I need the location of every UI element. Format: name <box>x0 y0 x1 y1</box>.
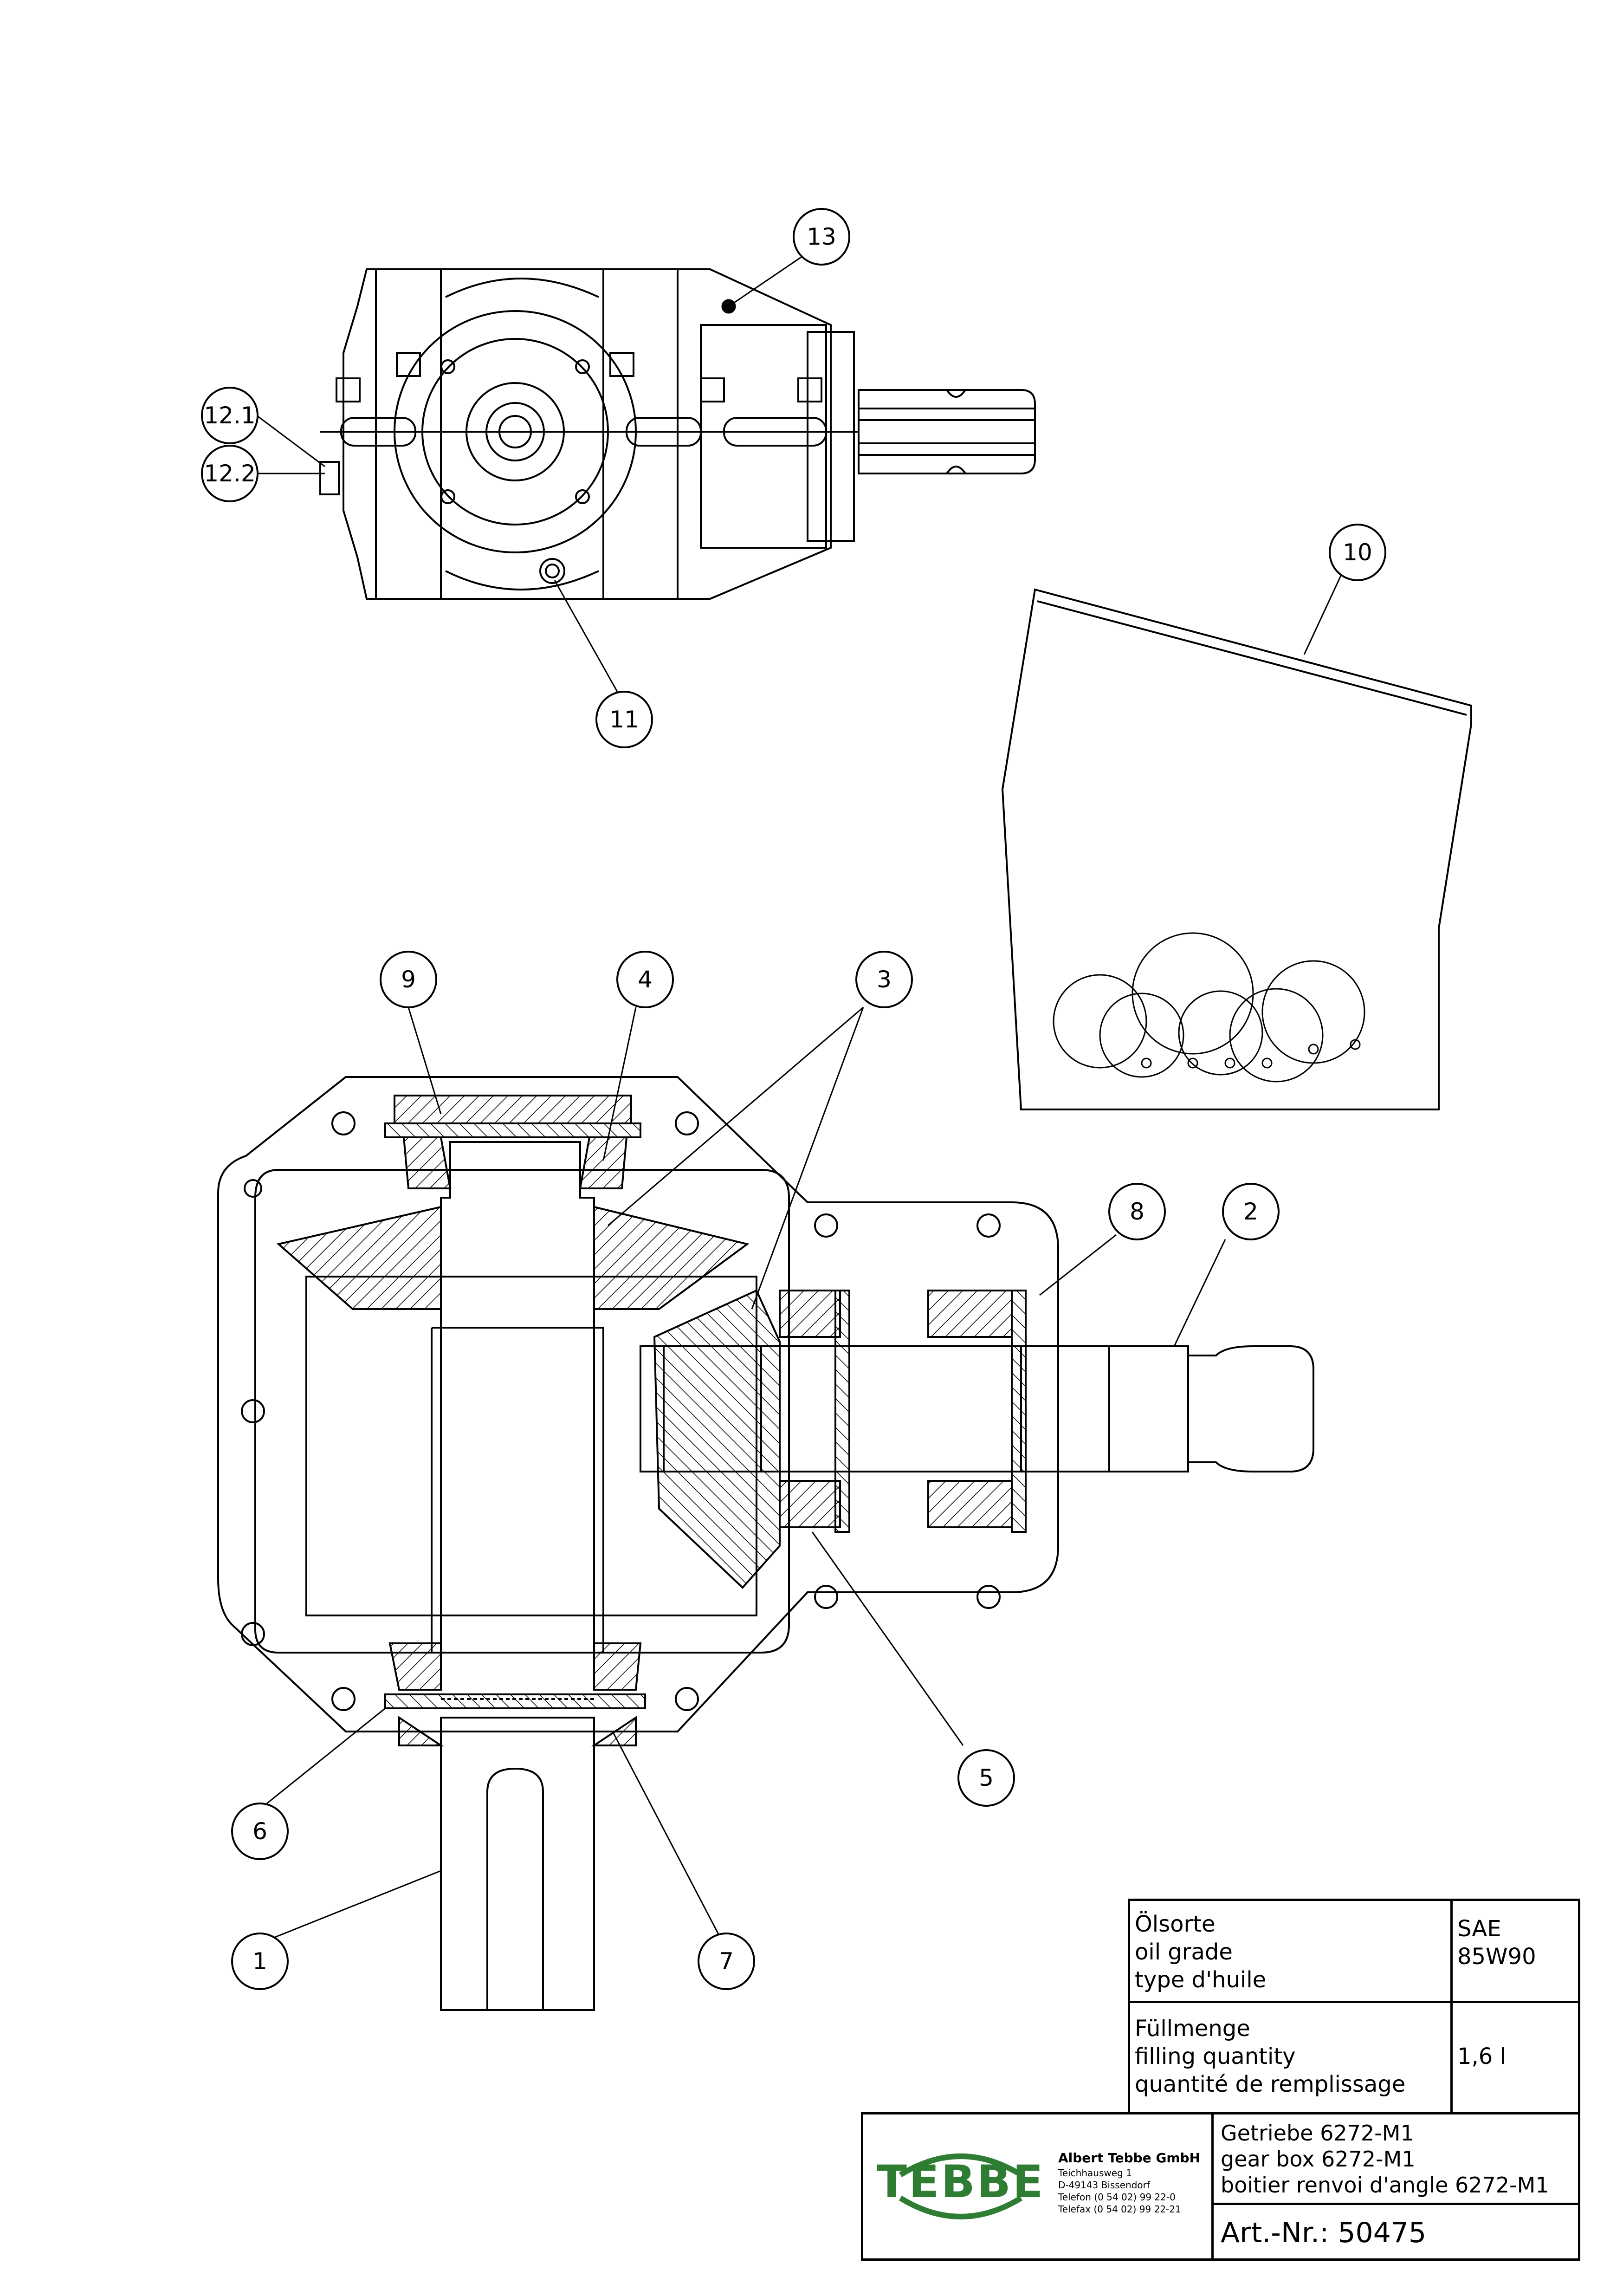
address-line-3: Telefon (0 54 02) 99 22-0 <box>1058 2192 1176 2203</box>
leader-2 <box>1173 1239 1226 1347</box>
svg-text:13: 13 <box>807 223 836 250</box>
top-view-gearbox <box>319 268 1036 600</box>
article-number: Art.-Nr.: 50475 <box>1221 2217 1427 2249</box>
callout-13: 13 <box>793 208 850 266</box>
logo-text: TEBBE <box>877 2156 1045 2208</box>
tebbe-logo: TEBBE <box>877 2153 1045 2219</box>
leader-1 <box>266 1870 441 1941</box>
parts-bag <box>1001 588 1472 1110</box>
callouts: 13 12.1 12.2 11 10 9 4 3 8 2 5 6 1 7 <box>201 208 1386 1990</box>
company-name: Albert Tebbe GmbH <box>1058 2150 1201 2166</box>
oil-info-table: Ölsorte oil grade type d'huile SAE 85W90… <box>1128 1899 1580 2114</box>
callout-5: 5 <box>957 1749 1015 1807</box>
leader-12-1 <box>256 415 325 467</box>
description-fr: boitier renvoi d'angle 6272-M1 <box>1221 2173 1549 2198</box>
callout-3: 3 <box>855 951 913 1008</box>
oil-grade-label-en: oil grade <box>1135 1939 1233 1965</box>
leader-3a <box>608 1006 864 1226</box>
callout-1: 1 <box>231 1933 289 1990</box>
company-block: TEBBE Albert Tebbe GmbH Teichhausweg 1 D… <box>863 2114 1214 2258</box>
oil-grade-label-fr: type d'huile <box>1135 1967 1267 1993</box>
description-block: Getriebe 6272-M1 gear box 6272-M1 boitie… <box>1214 2114 1578 2205</box>
leader-4 <box>602 1007 637 1161</box>
callout-12-2: 12.2 <box>201 445 259 502</box>
svg-text:5: 5 <box>979 1764 994 1791</box>
description-en: gear box 6272-M1 <box>1221 2147 1416 2172</box>
filling-value-text: 1,6 l <box>1457 2043 1506 2069</box>
svg-text:3: 3 <box>877 966 892 993</box>
filling-labels: Füllmenge filling quantity quantité de r… <box>1130 2003 1453 2112</box>
svg-text:2: 2 <box>1243 1198 1258 1225</box>
filling-value: 1,6 l <box>1453 2003 1578 2112</box>
leader-lines <box>256 253 1342 1941</box>
callout-10: 10 <box>1329 524 1386 581</box>
address-line-2: D-49143 Bissendorf <box>1058 2179 1150 2191</box>
oil-grade-value-line-2: 85W90 <box>1457 1944 1536 1970</box>
leader-5 <box>811 1531 964 1746</box>
callout-11: 11 <box>595 691 653 748</box>
leader-6 <box>266 1707 386 1804</box>
title-block: TEBBE Albert Tebbe GmbH Teichhausweg 1 D… <box>861 2112 1580 2261</box>
article-number-block: Art.-Nr.: 50475 <box>1214 2205 1578 2258</box>
svg-text:12.2: 12.2 <box>204 460 255 487</box>
svg-text:12.1: 12.1 <box>204 402 255 429</box>
leader-10 <box>1303 574 1342 655</box>
leader-9 <box>407 1007 442 1115</box>
filling-label-de: Füllmenge <box>1135 2016 1250 2042</box>
leader-13 <box>728 253 806 307</box>
company-address: Albert Tebbe GmbH Teichhausweg 1 D-49143… <box>1058 2149 1211 2215</box>
callout-12-1: 12.1 <box>201 387 259 444</box>
svg-text:10: 10 <box>1343 539 1372 566</box>
circlip-rings <box>1053 932 1365 1083</box>
filling-label-en: filling quantity <box>1135 2043 1296 2069</box>
callout-4: 4 <box>616 951 674 1008</box>
description-de: Getriebe 6272-M1 <box>1221 2121 1414 2146</box>
address-line-1: Teichhausweg 1 <box>1058 2167 1132 2179</box>
svg-text:9: 9 <box>401 966 416 993</box>
oil-grade-label-de: Ölsorte <box>1135 1911 1216 1937</box>
callout-6: 6 <box>231 1803 289 1860</box>
callout-8: 8 <box>1108 1183 1166 1240</box>
oil-grade-value: SAE 85W90 <box>1453 1901 1578 2003</box>
svg-text:11: 11 <box>609 706 639 733</box>
callout-7: 7 <box>698 1933 755 1990</box>
leader-8 <box>1039 1234 1117 1296</box>
callout-9: 9 <box>380 951 437 1008</box>
filling-label-fr: quantité de remplissage <box>1135 2071 1406 2097</box>
svg-text:4: 4 <box>638 966 653 993</box>
svg-text:7: 7 <box>719 1948 734 1975</box>
svg-text:6: 6 <box>252 1818 267 1845</box>
svg-text:1: 1 <box>252 1948 267 1975</box>
oil-grade-value-line-1: SAE <box>1457 1916 1501 1942</box>
svg-text:8: 8 <box>1130 1198 1145 1225</box>
address-line-4: Telefax (0 54 02) 99 22-21 <box>1058 2204 1181 2215</box>
section-view-gearbox <box>217 1076 1314 2011</box>
leader-7 <box>612 1731 723 1941</box>
oil-grade-labels: Ölsorte oil grade type d'huile <box>1130 1901 1453 2003</box>
leader-11 <box>554 580 618 692</box>
leader-3b <box>751 1007 864 1310</box>
callout-2: 2 <box>1222 1183 1280 1240</box>
